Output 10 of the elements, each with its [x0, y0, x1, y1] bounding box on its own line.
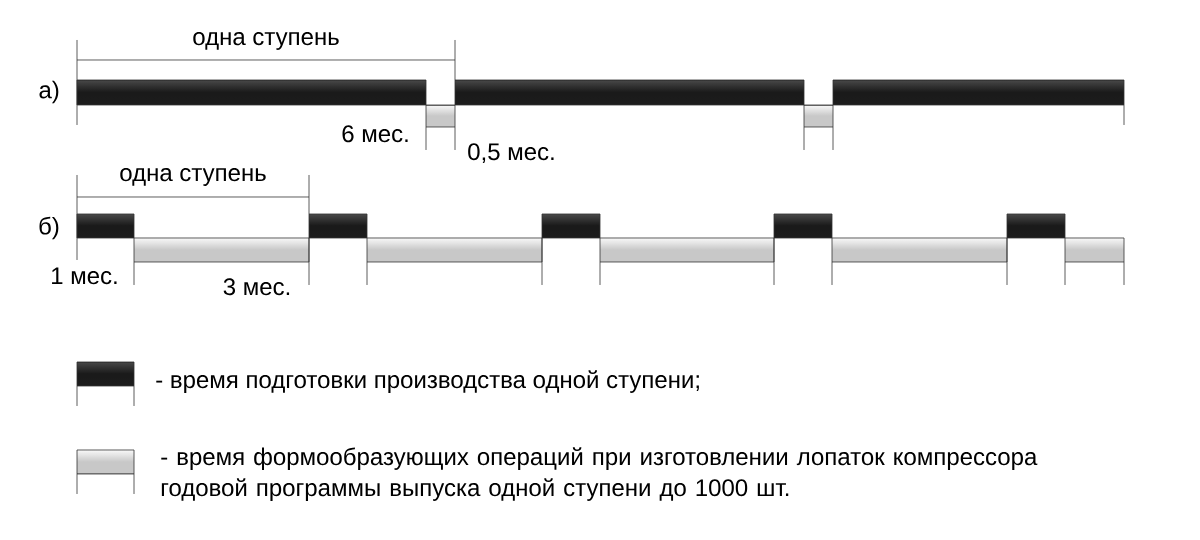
duration-label: 3 мес.: [223, 278, 290, 296]
duration-label: 6 мес.: [342, 125, 408, 143]
duration-label: 0,5 мес.: [468, 143, 554, 164]
legend-text: - время подготовки производства одной ступени;: [156, 370, 699, 393]
dimension-label: одна ступень: [193, 32, 339, 50]
duration-label: 1 мес.: [52, 267, 117, 285]
row-label: а): [39, 80, 59, 104]
row-label: б): [39, 216, 59, 240]
dimension-label: одна ступень: [120, 168, 266, 186]
legend-text: - время формообразующих операций при изготовлении лопаток компрессора годовой программы выпуска одной ступени до 1000 шт.: [161, 447, 1038, 501]
